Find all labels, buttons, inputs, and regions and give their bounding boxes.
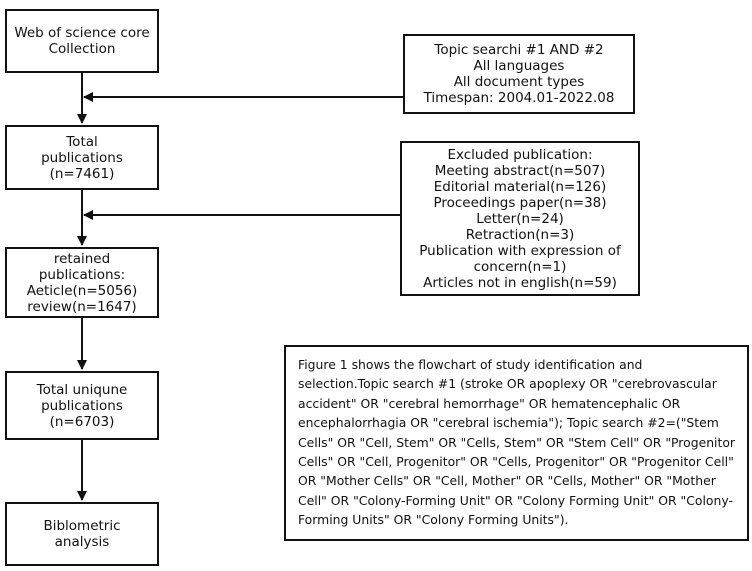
excluded-text: concern(n=1) — [473, 258, 567, 275]
figure-caption: Figure 1 shows the flowchart of study id… — [284, 345, 749, 541]
step-text: analysis — [54, 534, 110, 550]
excluded-text: Proceedings paper(n=38) — [433, 194, 607, 211]
step-text: (n=7461) — [49, 165, 115, 182]
step-text: Total — [66, 133, 98, 150]
step-bibliometric-analysis: Biblometric analysis — [5, 502, 159, 566]
step-retained-publications: retained publications: Aeticle(n=5056) r… — [5, 247, 159, 318]
step-text: Biblometric — [43, 518, 121, 534]
step-text: publications — [41, 397, 123, 414]
excluded-text: Meeting abstract(n=507) — [434, 162, 606, 179]
excluded-text: Excluded publication: — [447, 146, 593, 163]
excluded-text: Retraction(n=3) — [465, 226, 575, 243]
step-text: publications — [41, 149, 123, 166]
step-text: review(n=1647) — [27, 298, 137, 315]
search-criteria-text: All document types — [453, 74, 585, 90]
step-total-publications: Total publications (n=7461) — [5, 125, 159, 190]
excluded-text: Editorial material(n=126) — [433, 178, 607, 195]
step-text: Total uniqune — [36, 381, 128, 398]
excluded-text: Articles not in english(n=59) — [423, 274, 617, 291]
step-text: publications: — [38, 266, 126, 283]
search-criteria-text: Topic searchi #1 AND #2 — [434, 42, 604, 58]
step-text: retained — [53, 250, 111, 267]
search-criteria-text: All languages — [473, 58, 565, 74]
step-text: Web of science core — [14, 25, 150, 41]
step-unique-publications: Total uniqune publications (n=6703) — [5, 371, 159, 440]
excluded-publications-box: Excluded publication: Meeting abstract(n… — [400, 141, 640, 296]
step-text: (n=6703) — [49, 413, 115, 430]
step-web-of-science: Web of science core Collection — [5, 9, 159, 73]
excluded-text: Letter(n=24) — [476, 210, 564, 227]
search-criteria-box: Topic searchi #1 AND #2 All languages Al… — [403, 34, 635, 114]
search-criteria-text: Timespan: 2004.01-2022.08 — [423, 90, 615, 106]
step-text: Aeticle(n=5056) — [26, 282, 138, 299]
excluded-text: Publication with expression of — [419, 242, 621, 259]
step-text: Collection — [48, 41, 116, 57]
